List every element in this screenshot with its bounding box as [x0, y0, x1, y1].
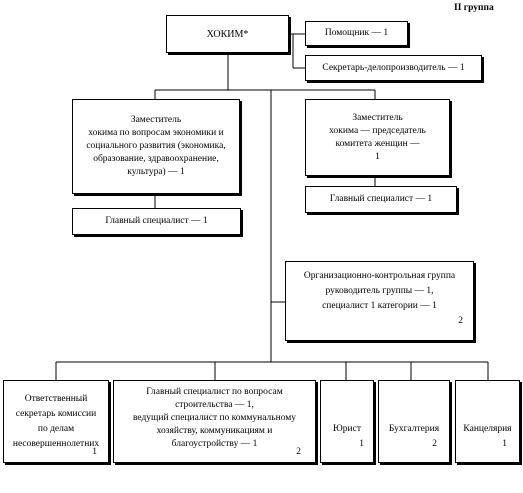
construction-label: Главный специалист по вопросам строитель…: [132, 387, 297, 449]
accounting-label: Бухгалтерия: [388, 424, 440, 434]
org-control-count: 2: [458, 316, 463, 326]
lawyer-box: Юрист 1: [320, 380, 374, 463]
head-hokim-box: ХОКИМ*: [166, 15, 289, 53]
lawyer-count: 1: [359, 439, 364, 449]
construction-count: 2: [296, 447, 301, 457]
org-control-label: Организационно-контрольная группа руково…: [303, 271, 456, 311]
chief-specialist-left-box: Главный специалист — 1: [72, 208, 241, 235]
secretary-box: Секретарь-делопроизводитель — 1: [305, 55, 482, 81]
assistant-label: Помощник — 1: [324, 28, 389, 38]
construction-box: Главный специалист по вопросам строитель…: [113, 380, 316, 463]
commission-secretary-count: 1: [92, 447, 97, 457]
deputy-women-label: Заместитель хокима — председатель комите…: [329, 112, 426, 162]
deputy-economy-label: Заместитель хокима по вопросам экономики…: [86, 115, 226, 177]
commission-secretary-label: Ответственный секретарь комиссии по дела…: [12, 393, 100, 449]
chief-specialist-left-label: Главный специалист — 1: [105, 216, 208, 226]
chancellery-label: Канцелярия: [463, 424, 512, 434]
accounting-count: 2: [432, 439, 437, 449]
chancellery-count: 1: [502, 439, 507, 449]
assistant-box: Помощник — 1: [305, 21, 408, 46]
chancellery-box: Канцелярия 1: [455, 380, 520, 463]
group-label: II группа: [454, 3, 494, 13]
lawyer-label: Юрист: [333, 424, 361, 434]
deputy-economy-box: Заместитель хокима по вопросам экономики…: [72, 99, 240, 194]
chief-specialist-right-label: Главный специалист — 1: [329, 194, 433, 204]
chief-specialist-right-box: Главный специалист — 1: [305, 186, 457, 213]
secretary-label: Секретарь-делопроизводитель — 1: [322, 62, 465, 73]
commission-secretary-box: Ответственный секретарь комиссии по дела…: [3, 380, 109, 463]
head-hokim-label: ХОКИМ*: [206, 28, 249, 40]
deputy-women-box: Заместитель хокима — председатель комите…: [305, 99, 450, 176]
accounting-box: Бухгалтерия 2: [378, 380, 450, 463]
org-control-box: Организационно-контрольная группа руково…: [285, 261, 474, 341]
